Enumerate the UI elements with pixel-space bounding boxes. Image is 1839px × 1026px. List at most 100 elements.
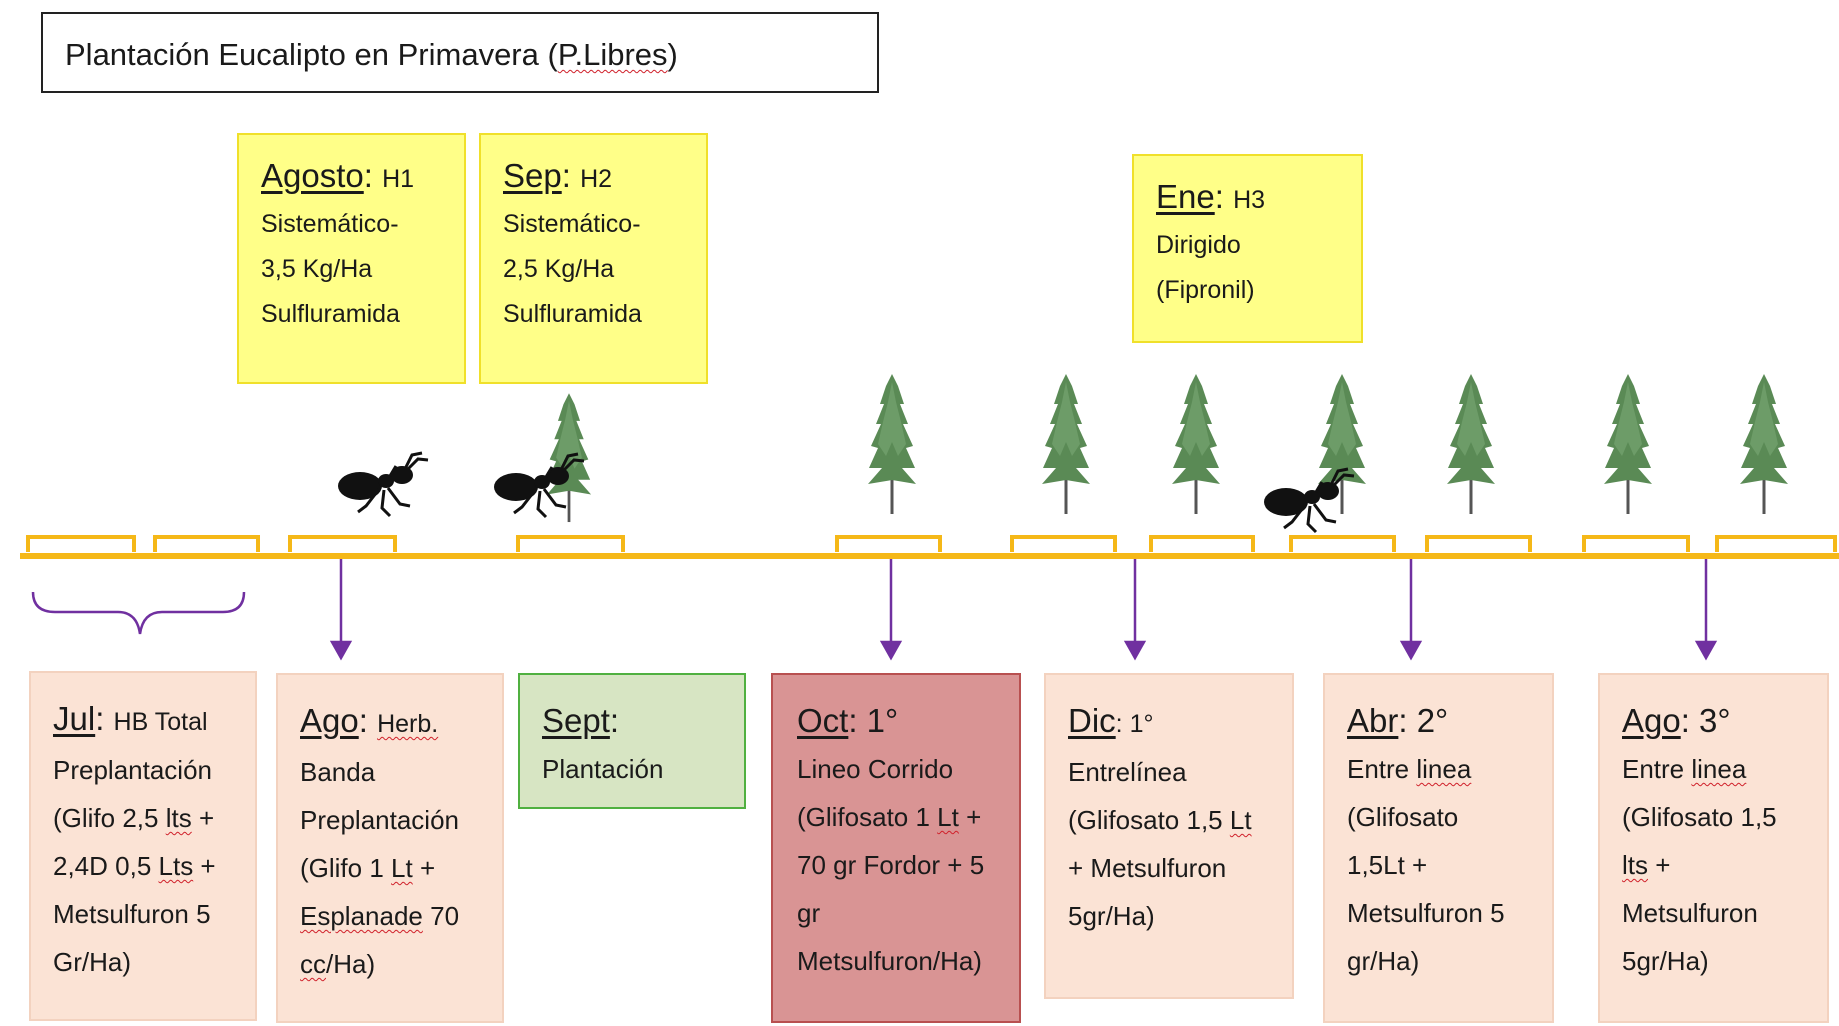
jul-line-2a: (Glifo 2,5: [53, 803, 166, 833]
h2-line-1: Sistemático-: [503, 210, 641, 238]
dic-month: Dic: [1068, 702, 1116, 739]
oct-line-2: (Glifosato 1 Lt +: [797, 793, 1005, 841]
ago1-small: Herb.: [377, 710, 439, 738]
ago3-month: Ago: [1622, 702, 1681, 739]
abr-line-2: (Glifosato: [1347, 802, 1459, 832]
sept-heading: Sept:: [542, 697, 730, 745]
ago1-line-3b: +: [412, 853, 436, 883]
h2-box: Sep: H2 Sistemático- 2,5 Kg/Ha Sulfluram…: [479, 133, 708, 384]
timeline-markers: [26, 535, 1837, 552]
oct-line-3: 70 gr Fordor + 5: [797, 850, 985, 880]
h3-line-1: Dirigido: [1156, 231, 1241, 259]
h2-line-2: 2,5 Kg/Ha: [503, 255, 615, 283]
jul-line-2b: +: [191, 803, 215, 833]
h1-line-1: Sistemático-: [261, 210, 399, 238]
jul-line-3b: +: [193, 851, 216, 881]
jul-line-2: (Glifo 2,5 lts +: [53, 794, 241, 842]
jul-line-3: 2,4D 0,5 Lts +: [53, 842, 241, 890]
sept-month: Sept: [542, 702, 610, 739]
ago3-line-3sq: lts: [1622, 850, 1648, 880]
dic-line-3: + Metsulfuron: [1068, 853, 1227, 883]
ago3-box: Ago: 3° Entre linea (Glifosato 1,5 lts +…: [1598, 673, 1829, 1023]
dic-heading: Dic: 1°: [1068, 697, 1278, 748]
jul-line-2sq: lts: [165, 803, 192, 833]
sept-head: :: [609, 702, 620, 739]
h1-code: H1: [382, 165, 415, 193]
tree-icons: [545, 372, 1790, 524]
ago3-line-1sq: linea: [1691, 754, 1747, 784]
ago3-heading: Ago: 3°: [1622, 697, 1813, 745]
ago1-line-4b: 70: [422, 901, 460, 931]
ago1-heading: Ago: Herb.: [300, 697, 488, 748]
ago1-line-5: cc/Ha): [300, 940, 488, 988]
ago3-line-4: Metsulfuron: [1622, 898, 1758, 928]
h2-sep: :: [561, 157, 571, 194]
abr-line-5: gr/Ha): [1347, 946, 1420, 976]
oct-line-4: gr: [797, 898, 821, 928]
ago1-line-3a: (Glifo 1: [300, 853, 392, 883]
jul-line-5: Gr/Ha): [53, 947, 131, 977]
july-brace: [31, 591, 246, 635]
diagram-title: Plantación Eucalipto en Primavera (P.Lib…: [41, 12, 879, 93]
ago1-box: Ago: Herb. Banda Preplantación (Glifo 1 …: [276, 673, 504, 1023]
ago1-line-5b: /Ha): [326, 949, 376, 979]
ago1-line-4sq: Esplanade: [300, 901, 423, 931]
h3-box: Ene: H3 Dirigido (Fipronil): [1132, 154, 1363, 343]
h2-code: H2: [580, 165, 613, 193]
abr-head: : 2°: [1398, 702, 1449, 739]
abr-line-1: Entre linea: [1347, 745, 1538, 793]
h2-line-3: Sulfluramida: [503, 300, 642, 328]
h2-heading: Sep: H2: [503, 153, 686, 202]
dic-line-1: Entrelínea: [1068, 757, 1187, 787]
jul-line-3a: 2,4D 0,5: [53, 851, 159, 881]
dic-line-2sq: Lt: [1229, 805, 1252, 835]
h3-line-2: (Fipronil): [1156, 276, 1255, 304]
ago1-line-3sq: Lt: [391, 853, 413, 883]
jul-small: HB Total: [113, 708, 208, 736]
abr-line-1a: Entre: [1347, 754, 1417, 784]
h1-line-2: 3,5 Kg/Ha: [261, 255, 373, 283]
jul-line-4: Metsulfuron 5: [53, 899, 211, 929]
timeline-arrows: [329, 559, 1718, 661]
ago3-head: : 3°: [1680, 702, 1731, 739]
oct-month: Oct: [797, 702, 849, 739]
ago3-line-1a: Entre: [1622, 754, 1692, 784]
ago1-line-1: Banda: [300, 757, 376, 787]
oct-line-2sq: Lt: [937, 802, 959, 832]
h1-heading: Agosto: H1: [261, 153, 444, 202]
ago3-line-5: 5gr/Ha): [1622, 946, 1709, 976]
title-text: Plantación Eucalipto en Primavera (: [65, 37, 558, 72]
dic-head: : 1°: [1115, 710, 1154, 738]
dic-line-2: (Glifosato 1,5 Lt: [1068, 796, 1278, 844]
abr-month: Abr: [1347, 702, 1399, 739]
ago3-line-2: (Glifosato 1,5: [1622, 802, 1777, 832]
h3-month: Ene: [1156, 178, 1215, 215]
jul-head: :: [95, 700, 105, 737]
abr-heading: Abr: 2°: [1347, 697, 1538, 745]
dic-line-4: 5gr/Ha): [1068, 901, 1155, 931]
ago1-line-4: Esplanade 70: [300, 892, 488, 940]
jul-heading: Jul: HB Total: [53, 695, 241, 746]
oct-line-5: Metsulfuron/Ha): [797, 946, 982, 976]
ago3-line-3b: +: [1648, 850, 1671, 880]
oct-head: : 1°: [848, 702, 899, 739]
dic-line-2a: (Glifosato 1,5: [1068, 805, 1230, 835]
jul-line-1: Preplantación: [53, 755, 212, 785]
ago3-line-1: Entre linea: [1622, 745, 1813, 793]
jul-box: Jul: HB Total Preplantación (Glifo 2,5 l…: [29, 671, 257, 1021]
title-text-end: ): [667, 37, 678, 72]
oct-line-2b: +: [958, 802, 982, 832]
title-text-underlined: P.Libres: [557, 37, 668, 72]
ago3-line-3: lts +: [1622, 841, 1813, 889]
oct-line-2a: (Glifosato 1: [797, 802, 938, 832]
sept-box: Sept: Plantación: [518, 673, 746, 809]
ago1-head: :: [358, 702, 368, 739]
h1-line-3: Sulfluramida: [261, 300, 400, 328]
oct-heading: Oct: 1°: [797, 697, 1005, 745]
h1-box: Agosto: H1 Sistemático- 3,5 Kg/Ha Sulflu…: [237, 133, 466, 384]
ago1-line-2: Preplantación: [300, 805, 459, 835]
h3-sep: :: [1214, 178, 1224, 215]
abr-line-4: Metsulfuron 5: [1347, 898, 1505, 928]
ago1-line-3: (Glifo 1 Lt +: [300, 844, 488, 892]
sept-line-1: Plantación: [542, 754, 664, 784]
